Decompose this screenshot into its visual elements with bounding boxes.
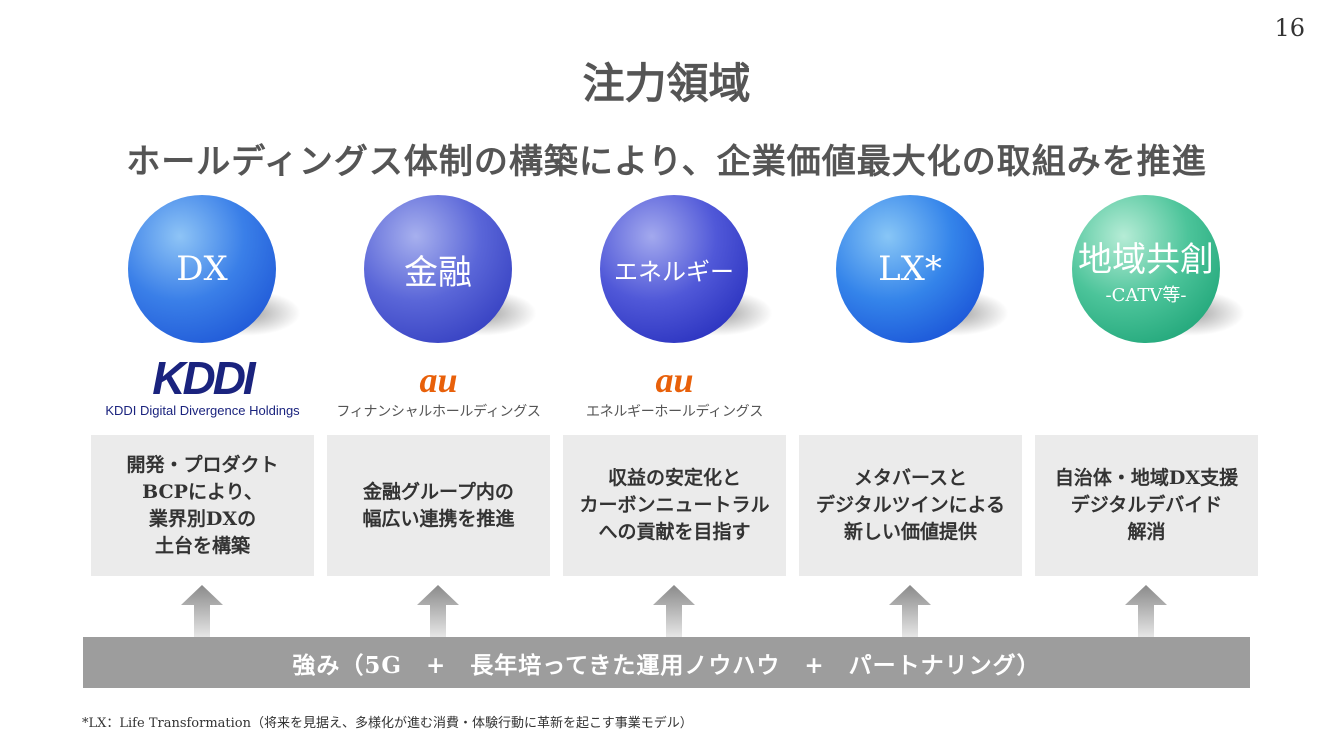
description-line: 業界別DXの	[148, 507, 257, 530]
description-box: メタバースとデジタルツインによる新しい価値提供	[799, 435, 1022, 576]
page-title: 注力領域	[582, 59, 751, 108]
up-arrow-icon	[417, 585, 459, 637]
sphere-label: 地域共創	[1078, 239, 1214, 280]
description-line: メタバースと	[853, 467, 968, 489]
focus-area-sphere: エネルギー	[600, 195, 748, 343]
up-arrow-icon	[1125, 585, 1167, 637]
strength-bar: 強み（5G + 長年培ってきた運用ノウハウ + パートナリング）	[83, 637, 1250, 688]
sphere-label: DX	[176, 249, 228, 289]
description-box: 自治体・地域DX支援デジタルデバイド解消	[1035, 435, 1258, 576]
focus-area-sphere: 金融	[364, 195, 512, 343]
description-line: BCPにより、	[142, 480, 263, 503]
description-line: 新しい価値提供	[843, 521, 977, 543]
page-number: 16	[1274, 14, 1305, 42]
description-line: への貢献を目指す	[598, 521, 751, 543]
sphere-label: LX*	[878, 249, 942, 289]
up-arrow-icon	[181, 585, 223, 637]
description-line: デジタルデバイド	[1070, 494, 1223, 516]
description-box: 収益の安定化とカーボンニュートラルへの貢献を目指す	[563, 435, 786, 576]
description-line: 自治体・地域DX支援	[1054, 467, 1239, 489]
description-line: 開発・プロダクト	[126, 453, 279, 476]
au-logo: au	[655, 360, 694, 400]
description-line: カーボンニュートラル	[579, 494, 770, 516]
logo-caption: KDDI Digital Divergence Holdings	[105, 403, 300, 418]
focus-area-sphere: LX*	[836, 195, 984, 343]
description-line: 幅広い連携を推進	[362, 507, 515, 530]
logo-caption: フィナンシャルホールディングス	[336, 403, 541, 419]
up-arrow-icon	[889, 585, 931, 637]
description-line: デジタルツインによる	[815, 494, 1006, 516]
up-arrow-icon	[653, 585, 695, 637]
sphere-sublabel: -CATV等-	[1105, 284, 1187, 306]
description-box: 金融グループ内の幅広い連携を推進	[327, 435, 550, 576]
logo-caption: エネルギーホールディングス	[585, 403, 764, 419]
kddi-logo: KDDI	[152, 352, 255, 404]
sphere-label: エネルギー	[614, 257, 734, 286]
page-subtitle: ホールディングス体制の構築により、企業価値最大化の取組みを推進	[126, 142, 1207, 182]
company-logo: au フィナンシャルホールディングス	[327, 353, 550, 423]
au-logo: au	[419, 360, 458, 400]
footnote: *LX：Life Transformation（将来を見据え、多様化が進む消費・…	[82, 716, 693, 731]
company-logo: au エネルギーホールディングス	[563, 353, 786, 423]
description-box: 開発・プロダクト BCPにより、業界別DXの土台を構築	[91, 435, 314, 576]
description-line: 土台を構築	[154, 534, 250, 557]
focus-area-sphere: 地域共創 -CATV等-	[1072, 195, 1220, 343]
description-line: 解消	[1127, 521, 1166, 543]
focus-area-sphere: DX	[128, 195, 276, 343]
sphere-label: 金融	[404, 252, 472, 293]
description-line: 金融グループ内の	[363, 480, 514, 503]
description-line: 収益の安定化と	[607, 467, 741, 489]
